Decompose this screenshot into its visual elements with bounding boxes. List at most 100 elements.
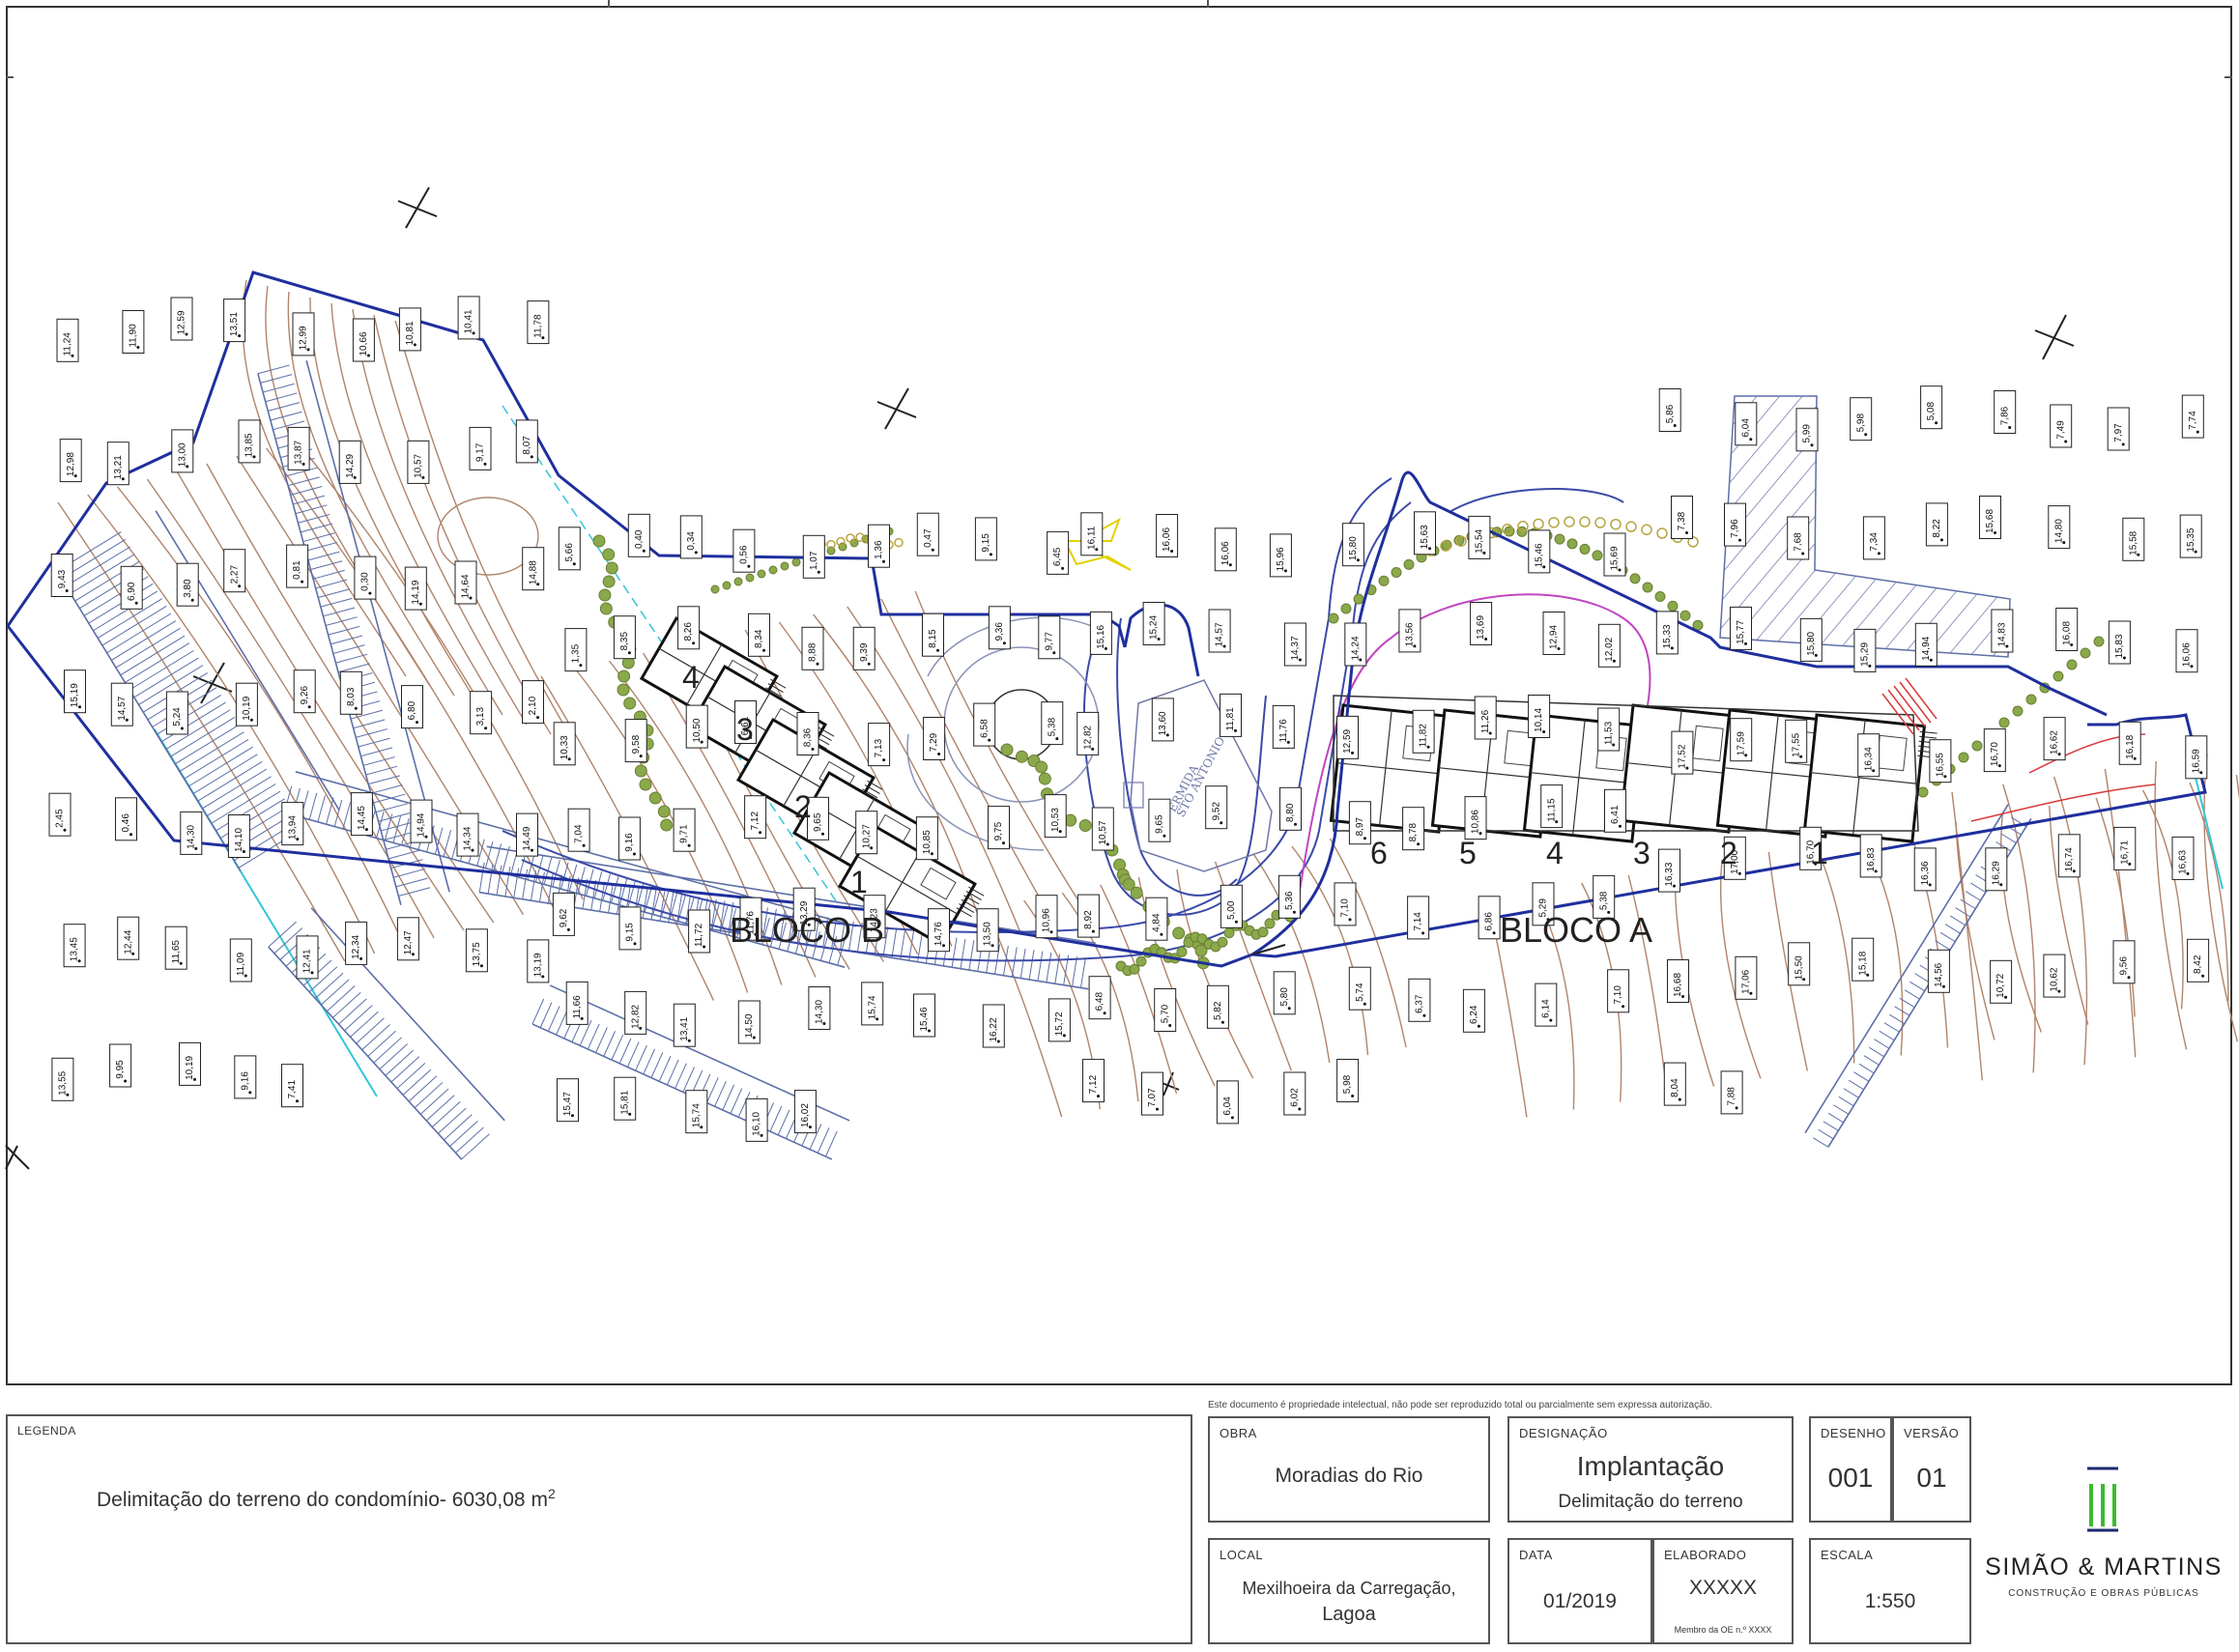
elevation-tag: 15,81 [614, 1076, 637, 1121]
svg-text:15,68: 15,68 [1985, 509, 1995, 533]
versao-field: VERSÃO 01 [1892, 1416, 1971, 1523]
svg-text:15,74: 15,74 [867, 995, 877, 1019]
svg-text:7,14: 7,14 [1413, 912, 1423, 931]
svg-text:16,33: 16,33 [1664, 862, 1675, 886]
elevation-tag: 1,36 [868, 524, 890, 568]
elevation-tag: 14,94 [410, 799, 433, 843]
elevation-tag: 2,10 [522, 680, 544, 725]
elevation-tag: 15,77 [1730, 606, 1752, 650]
elevation-tag: 14,30 [808, 986, 831, 1030]
elevation-tag: 8,92 [1076, 894, 1100, 938]
svg-text:15,47: 15,47 [562, 1092, 573, 1116]
svg-text:7,10: 7,10 [1340, 898, 1351, 918]
elevation-tag: 11,53 [1597, 707, 1621, 752]
elevation-tag: 14,88 [522, 547, 545, 591]
elevation-tag: 12,82 [624, 990, 647, 1035]
elevation-tag: 0,46 [115, 797, 137, 841]
elevation-tag: 10,72 [1990, 959, 2013, 1004]
elevation-tag: 15,29 [1853, 628, 1877, 672]
svg-text:16,62: 16,62 [2050, 730, 2060, 755]
svg-text:8,97: 8,97 [1355, 817, 1365, 837]
elevation-tag: 8,07 [515, 419, 538, 464]
svg-text:10,53: 10,53 [1050, 808, 1061, 832]
svg-text:14,19: 14,19 [411, 580, 421, 604]
svg-text:10,19: 10,19 [185, 1055, 195, 1079]
elevation-tag: 15,19 [64, 669, 86, 714]
elevation-tag: 2,45 [48, 792, 72, 837]
svg-text:16,59: 16,59 [2191, 749, 2201, 773]
svg-text:5,24: 5,24 [172, 707, 183, 726]
elevation-tag: 13,56 [1398, 609, 1421, 653]
elevation-tag: 11,72 [688, 909, 711, 954]
survey-cross-icon [2034, 314, 2075, 360]
svg-text:9,26: 9,26 [300, 686, 310, 705]
svg-text:10,85: 10,85 [922, 830, 933, 854]
svg-text:17,59: 17,59 [1736, 731, 1746, 755]
elevation-tag: 0,40 [627, 513, 650, 557]
elevation-tag: 16,34 [1857, 733, 1880, 778]
survey-cross-icon [5, 1145, 30, 1170]
elevation-tag: 10,57 [1091, 807, 1114, 851]
svg-text:12,34: 12,34 [351, 934, 361, 958]
elevation-tag: 16,06 [1156, 514, 1179, 557]
svg-text:12,94: 12,94 [1549, 625, 1560, 649]
svg-text:16,08: 16,08 [2061, 621, 2072, 645]
svg-text:8,26: 8,26 [683, 622, 694, 641]
svg-text:8,80: 8,80 [1285, 803, 1296, 822]
elevation-tag: 7,04 [567, 808, 590, 852]
elevation-tag: 9,26 [293, 669, 316, 714]
obra-label: OBRA [1220, 1426, 1257, 1440]
elevation-tag: 10,53 [1044, 794, 1067, 839]
svg-text:6,80: 6,80 [407, 700, 417, 720]
elevation-tag: 15,69 [1603, 532, 1626, 577]
svg-text:15,80: 15,80 [1806, 631, 1817, 655]
elevation-tag: 13,87 [287, 426, 310, 470]
svg-text:7,88: 7,88 [1727, 1087, 1737, 1106]
drawing-frame [6, 6, 2232, 1385]
svg-text:15,96: 15,96 [1276, 547, 1286, 571]
elevation-tag: 7,68 [1787, 516, 1810, 560]
unit-number-a: 2 [1720, 836, 1737, 870]
svg-text:15,46: 15,46 [919, 1007, 930, 1031]
elevation-tag: 13,50 [976, 908, 999, 953]
svg-text:9,65: 9,65 [1155, 814, 1165, 834]
svg-text:7,29: 7,29 [929, 732, 939, 752]
elevation-tag: 6,37 [1408, 978, 1431, 1022]
elevation-tag: 8,35 [613, 615, 636, 660]
elevation-tag: 13,51 [223, 299, 246, 343]
elevation-tag: 15,72 [1048, 998, 1071, 1042]
elevation-tag: 8,26 [677, 606, 701, 650]
elevation-tag: 8,04 [1663, 1062, 1686, 1106]
svg-text:10,33: 10,33 [560, 735, 570, 759]
elevation-tag: 13,69 [1470, 602, 1493, 645]
elevation-tag: 9,77 [1038, 615, 1061, 660]
elevation-tag: 10,41 [457, 296, 480, 340]
elevation-tag: 0,47 [916, 512, 939, 556]
svg-text:15,69: 15,69 [1610, 546, 1621, 570]
elevation-tag: 9,58 [624, 719, 647, 763]
desenho-value: 001 [1827, 1463, 1874, 1493]
elevation-tag: 8,03 [339, 670, 362, 715]
elevation-tag: 16,06 [1214, 527, 1237, 572]
elevation-tag: 13,45 [63, 924, 86, 968]
elevation-tag: 14,24 [1344, 622, 1367, 667]
elevation-tag: 16,83 [1859, 834, 1882, 878]
elevation-tag: 8,88 [801, 626, 824, 670]
elevation-tag: 5,74 [1348, 966, 1371, 1011]
svg-text:13,87: 13,87 [294, 440, 304, 464]
svg-text:11,76: 11,76 [1278, 719, 1289, 743]
elevation-tag: 15,80 [1341, 523, 1364, 567]
svg-text:14,64: 14,64 [461, 574, 472, 598]
svg-text:16,10: 16,10 [752, 1111, 762, 1135]
elevation-tag: 9,95 [109, 1043, 132, 1088]
elevation-tag: 15,46 [913, 993, 935, 1038]
svg-text:1,07: 1,07 [809, 551, 819, 570]
elevation-tag: 3,13 [470, 691, 493, 735]
elevation-tag: 14,10 [227, 814, 250, 858]
svg-text:7,12: 7,12 [750, 812, 761, 831]
svg-text:11,09: 11,09 [236, 952, 246, 976]
svg-text:7,41: 7,41 [287, 1080, 298, 1099]
svg-text:15,19: 15,19 [70, 683, 80, 707]
svg-text:10,96: 10,96 [1042, 908, 1052, 932]
elevation-tag: 6,02 [1283, 1071, 1306, 1116]
